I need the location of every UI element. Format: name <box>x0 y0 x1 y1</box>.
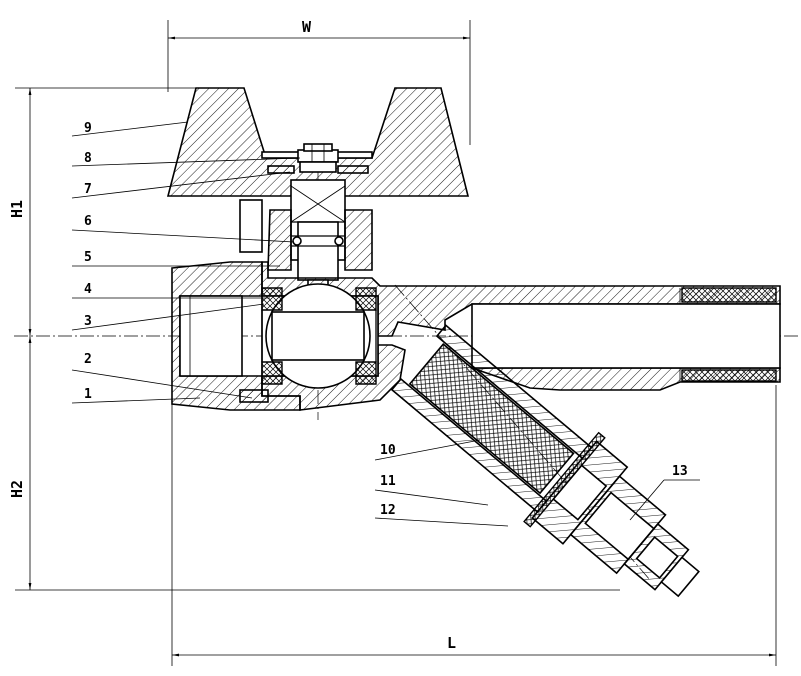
svg-text:3: 3 <box>84 314 92 329</box>
valve-body <box>171 261 781 411</box>
svg-text:2: 2 <box>84 352 92 367</box>
part-label-2: 2 <box>71 352 253 399</box>
dimension-h2: H2 <box>8 336 620 591</box>
part-label-13: 13 <box>629 464 700 521</box>
part-label-9: 9 <box>71 121 189 137</box>
part-label-3: 3 <box>71 303 265 331</box>
svg-text:12: 12 <box>380 503 396 518</box>
svg-text:5: 5 <box>84 250 92 265</box>
part-label-6: 6 <box>71 214 295 243</box>
svg-text:13: 13 <box>672 464 688 479</box>
part-label-5: 5 <box>72 250 280 267</box>
dimension-h1-label: H1 <box>8 200 26 218</box>
strainer-branch <box>390 324 700 598</box>
svg-text:11: 11 <box>380 474 396 489</box>
svg-text:9: 9 <box>84 121 92 136</box>
ball-assembly <box>239 283 379 403</box>
part-label-10: 10 <box>374 439 481 461</box>
bonnet <box>267 209 373 271</box>
dimension-h2-label: H2 <box>8 480 26 498</box>
svg-text:4: 4 <box>84 282 92 297</box>
part-label-1: 1 <box>71 387 201 404</box>
part-label-4: 4 <box>72 282 270 299</box>
dimension-w-label: W <box>302 18 312 36</box>
dimension-l: L <box>171 385 777 666</box>
svg-text:8: 8 <box>84 151 92 166</box>
part-label-8: 8 <box>71 151 301 167</box>
stem-nut <box>297 143 339 173</box>
part-label-12: 12 <box>374 503 509 527</box>
svg-text:7: 7 <box>84 182 92 197</box>
svg-text:10: 10 <box>380 443 396 458</box>
svg-text:6: 6 <box>84 214 92 229</box>
svg-text:1: 1 <box>84 387 92 402</box>
dimension-w: W <box>167 18 471 145</box>
part-label-7: 7 <box>71 171 291 199</box>
dimension-l-label: L <box>447 634 456 652</box>
part-label-11: 11 <box>374 474 489 506</box>
